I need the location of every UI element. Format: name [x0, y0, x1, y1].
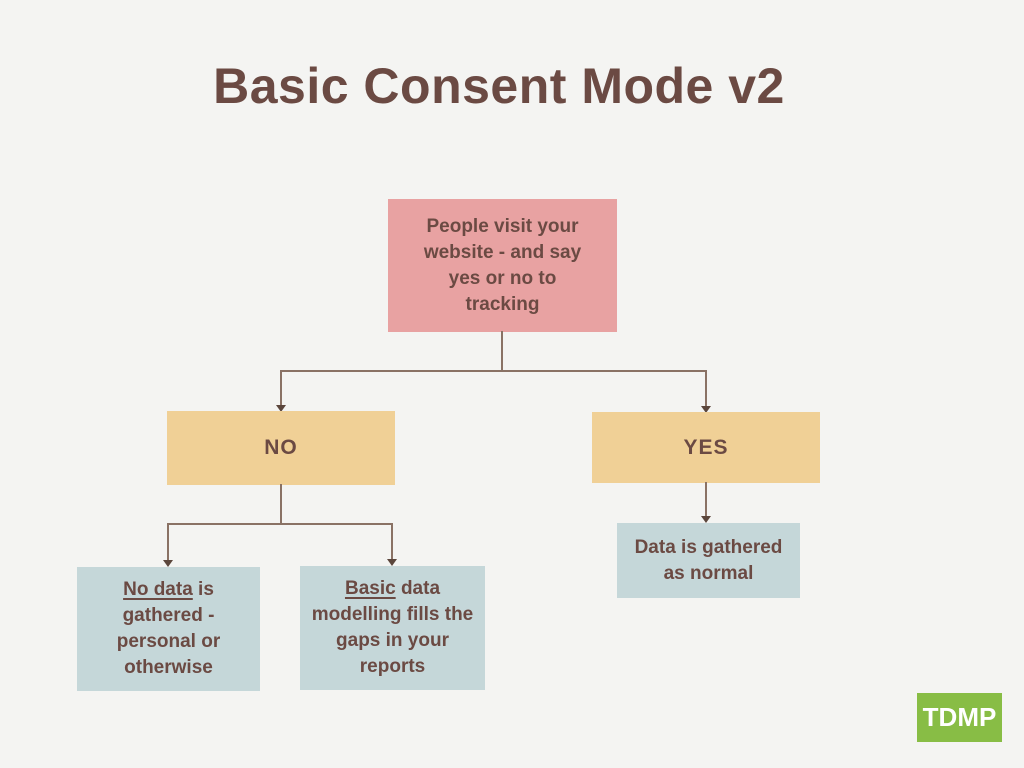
arrowhead-no: [276, 405, 286, 412]
flow-node-no-outcome-1-label: No data is gathered - personal or otherw…: [87, 577, 250, 681]
underlined-text: No data: [123, 579, 193, 600]
plain-text: is gathered - personal or otherwise: [116, 579, 221, 678]
arrowhead-no-outcome-2: [387, 559, 397, 566]
flow-node-no-outcome-2-label: Basic data modelling fills the gaps in y…: [308, 576, 477, 680]
flow-node-no-label: NO: [264, 436, 298, 459]
flow-node-yes: YES: [592, 412, 820, 483]
flow-node-root: People visit your website - and say yes …: [388, 199, 617, 332]
tdmp-logo-text: TDMP: [922, 702, 997, 732]
arrowhead-yes: [701, 406, 711, 413]
page-title: Basic Consent Mode v2: [213, 58, 785, 114]
connector-drop-no-outcome-2: [391, 523, 393, 560]
connector-drop-no-outcome-1: [167, 523, 169, 561]
flow-node-yes-outcome-1: Data is gathered as normal: [617, 523, 800, 598]
underlined-text: Basic: [344, 578, 396, 599]
plain-text: data modelling fills the gaps in your re…: [311, 578, 474, 677]
connector-no-branch: [167, 523, 393, 525]
flow-node-no: NO: [167, 411, 395, 485]
flow-node-no-outcome-1: No data is gathered - personal or otherw…: [77, 567, 260, 691]
connector-yes-stem: [705, 482, 707, 517]
arrowhead-no-outcome-1: [163, 560, 173, 567]
flow-node-no-outcome-2: Basic data modelling fills the gaps in y…: [300, 566, 485, 690]
connector-root-stem: [501, 331, 503, 372]
arrowhead-yes-outcome-1: [701, 516, 711, 523]
connector-drop-no: [280, 370, 282, 406]
flow-node-root-label: People visit your website - and say yes …: [423, 215, 582, 315]
connector-no-stem: [280, 484, 282, 525]
tdmp-logo: TDMP: [917, 693, 1002, 742]
connector-root-branch: [280, 370, 707, 372]
flow-node-yes-outcome-1-label: Data is gathered as normal: [634, 536, 783, 584]
flow-node-yes-label: YES: [683, 435, 729, 459]
connector-drop-yes: [705, 370, 707, 406]
